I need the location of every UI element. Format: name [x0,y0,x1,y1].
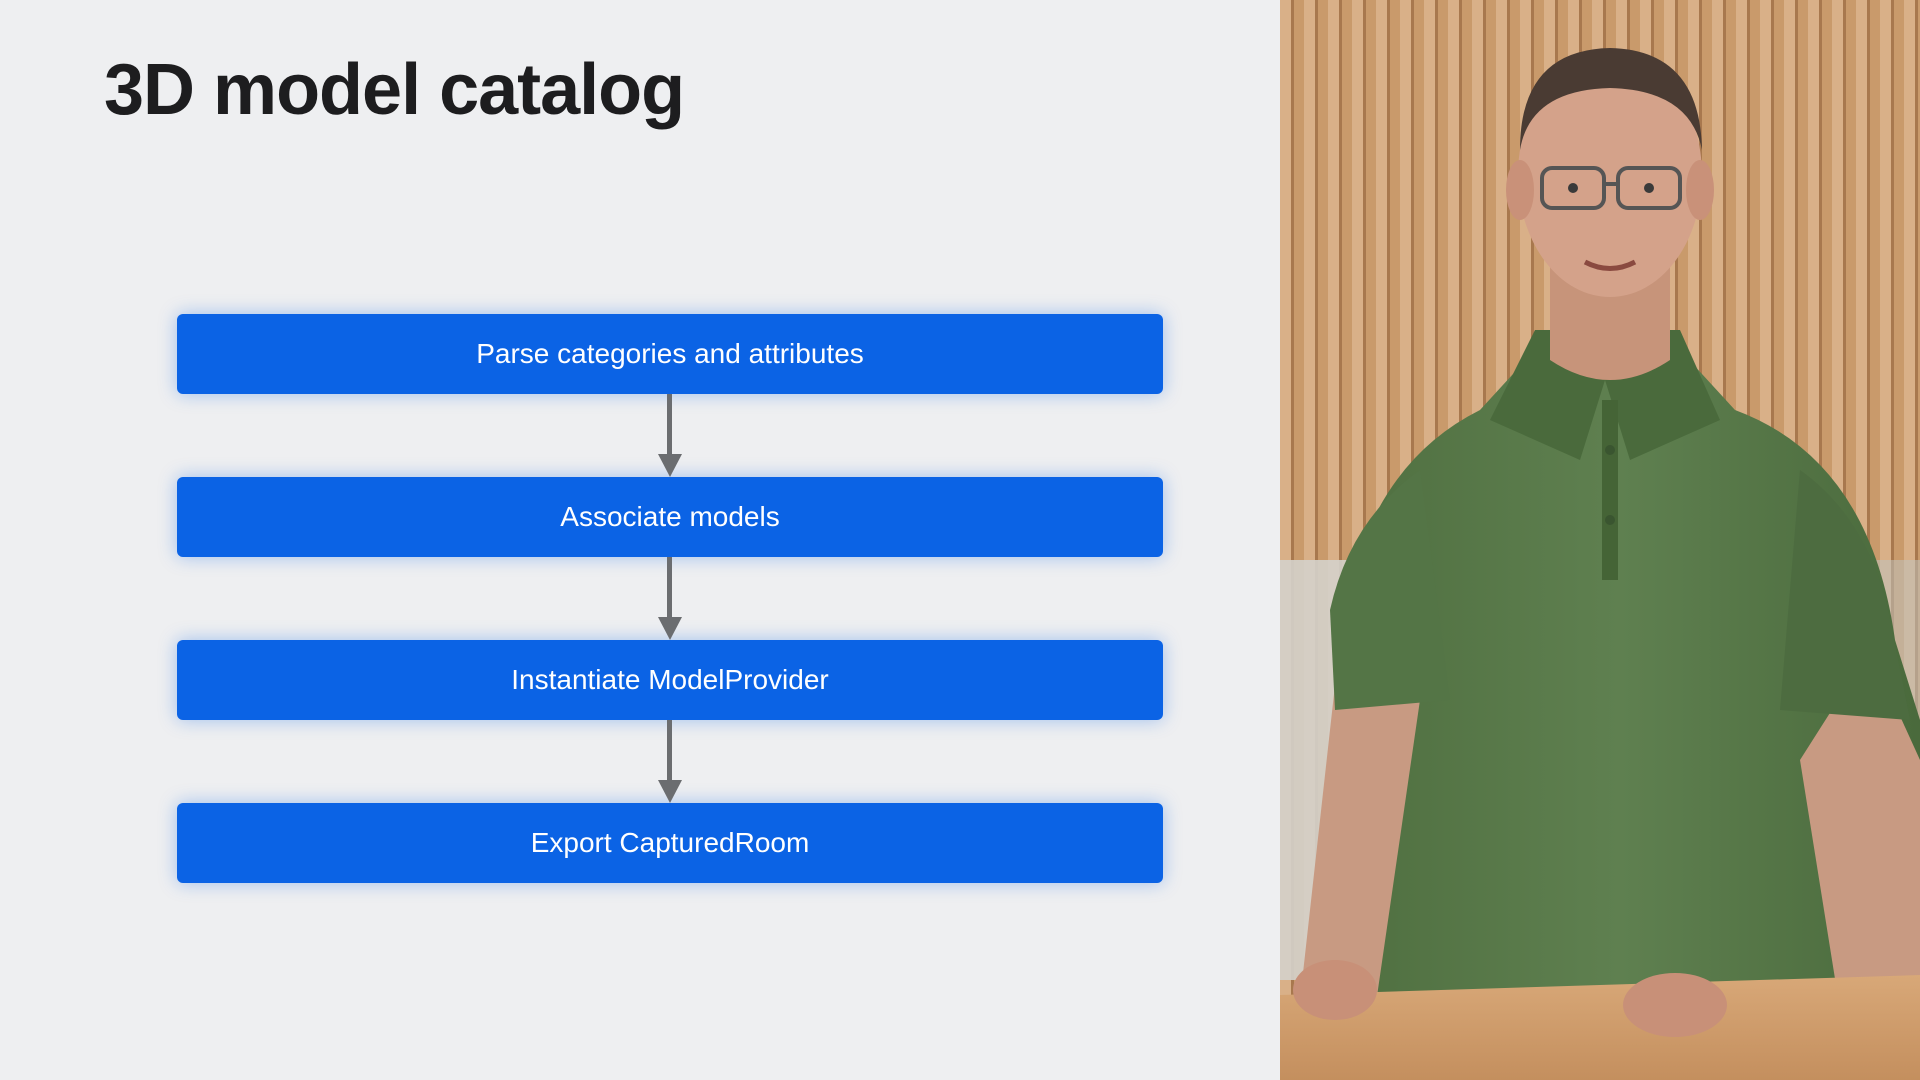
step-label: Associate models [560,501,780,532]
arrow-down-icon [658,780,682,803]
step-export-capturedroom: Export CapturedRoom [177,803,1163,883]
step-instantiate-modelprovider: Instantiate ModelProvider [177,640,1163,720]
arrow-line [667,394,672,458]
arrow-connector [177,394,1163,477]
step-parse-categories: Parse categories and attributes [177,314,1163,394]
presenter-video [1280,0,1920,1080]
step-associate-models: Associate models [177,477,1163,557]
step-label: Export CapturedRoom [530,827,810,858]
presenter-image [1280,0,1920,1080]
flowchart: Parse categories and attributes Associat… [177,314,1163,883]
step-label: Instantiate ModelProvider [511,664,829,695]
slide-panel: 3D model catalog Parse categories and at… [104,50,1163,883]
arrow-line [667,557,672,621]
slide-title: 3D model catalog [104,50,685,130]
arrow-connector [177,557,1163,640]
arrow-down-icon [658,454,682,477]
arrow-down-icon [658,617,682,640]
arrow-line [667,720,672,784]
arrow-connector [177,720,1163,803]
step-label: Parse categories and attributes [476,338,864,369]
